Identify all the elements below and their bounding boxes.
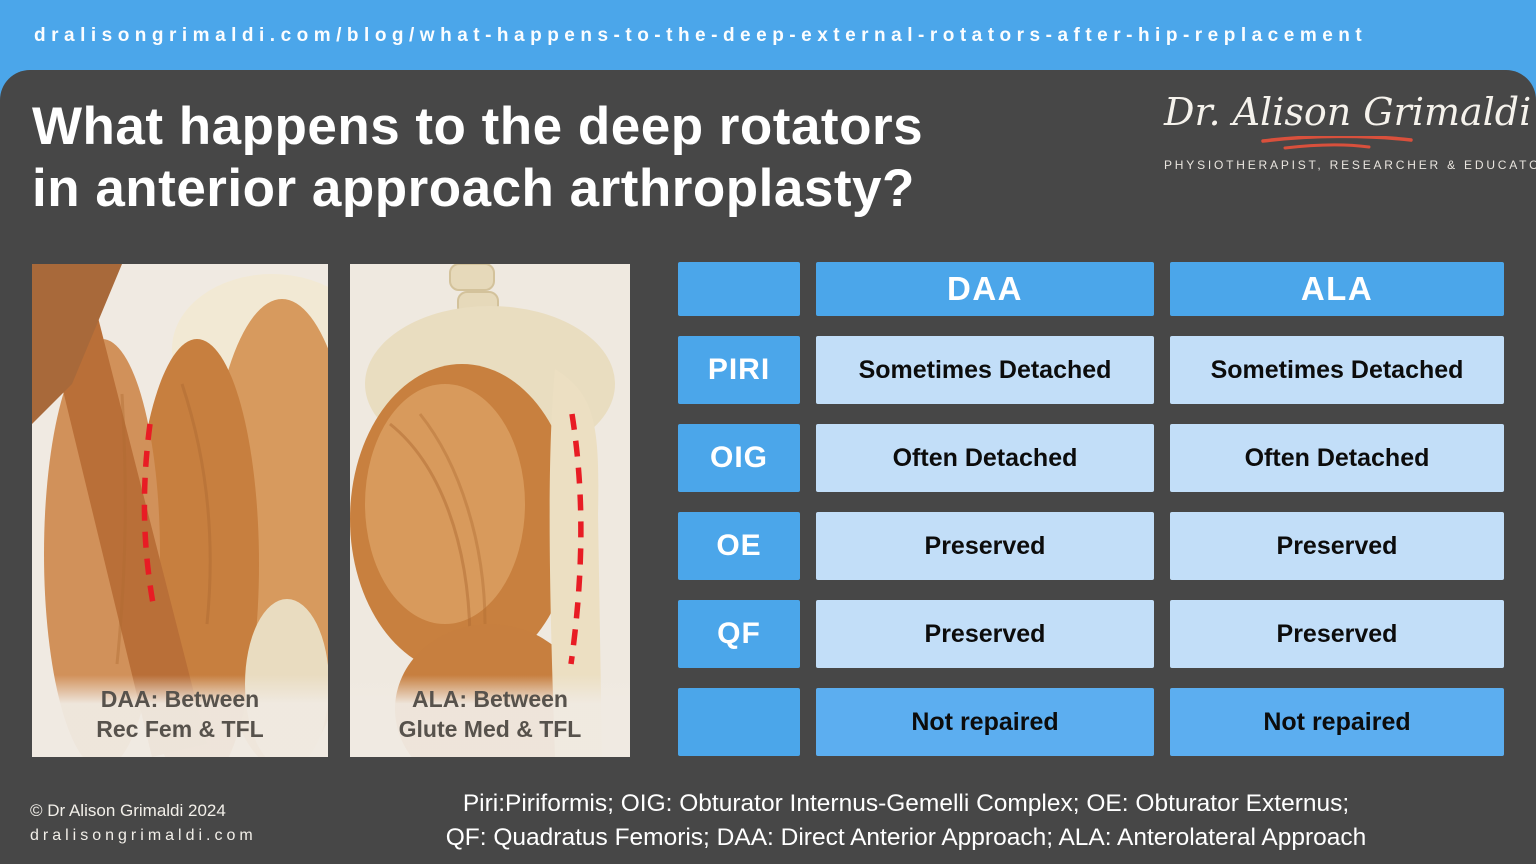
website-text: dralisongrimaldi.com: [30, 827, 257, 844]
caption-daa-line1: DAA: Between: [100, 686, 260, 713]
brand-logo-tagline: PHYSIOTHERAPIST, RESEARCHER & EDUCATOR: [1164, 157, 1536, 172]
cell-qf-ala: Preserved: [1170, 600, 1504, 668]
cell-piri-ala: Sometimes Detached: [1170, 336, 1504, 404]
page-title: What happens to the deep rotators in ant…: [32, 96, 923, 220]
row-label-empty: [678, 688, 800, 756]
row-label-piri: PIRI: [678, 336, 800, 404]
legend-line1: Piri:Piriformis; OIG: Obturator Internus…: [462, 790, 1350, 817]
url-text: dralisongrimaldi.com/blog/what-happens-t…: [34, 25, 1368, 46]
row-label-qf: QF: [678, 600, 800, 668]
cell-oig-daa: Often Detached: [816, 424, 1154, 492]
column-header-daa: DAA: [816, 262, 1154, 316]
table-corner-cell: [678, 262, 800, 316]
legend-line2: QF: Quadratus Femoris; DAA: Direct Anter…: [445, 823, 1367, 851]
incision-line-ala: [568, 413, 584, 665]
cell-qf-daa: Preserved: [816, 600, 1154, 668]
anatomy-illustration-ala: [350, 264, 630, 757]
cell-repair-ala: Not repaired: [1170, 688, 1504, 756]
logo-underline-icon: [1261, 135, 1413, 150]
figure-ala: ALA: Between Glute Med & TFL: [350, 264, 630, 757]
brand-logo: Dr. Alison Grimaldi PHYSIOTHERAPIST, RES…: [1164, 90, 1536, 172]
column-header-ala: ALA: [1170, 262, 1504, 316]
copyright-text: © Dr Alison Grimaldi 2024: [30, 801, 226, 820]
url-banner: dralisongrimaldi.com/blog/what-happens-t…: [0, 0, 1536, 72]
caption-ala: ALA: Between Glute Med & TFL: [350, 675, 630, 757]
page-title-line1: What happens to the deep rotators: [32, 97, 924, 156]
incision-line-daa: [141, 423, 157, 610]
abbreviation-legend: Piri:Piriformis; OIG: Obturator Internus…: [300, 787, 1512, 854]
comparison-table: DAA ALA PIRI Sometimes Detached Sometime…: [678, 262, 1504, 756]
page-title-line2: in anterior approach arthroplasty?: [32, 159, 915, 218]
row-label-oe: OE: [678, 512, 800, 580]
cell-oig-ala: Often Detached: [1170, 424, 1504, 492]
caption-ala-line2: Glute Med & TFL: [398, 716, 582, 743]
caption-daa: DAA: Between Rec Fem & TFL: [32, 675, 328, 757]
cell-piri-daa: Sometimes Detached: [816, 336, 1154, 404]
brand-logo-name: Dr. Alison Grimaldi: [1164, 90, 1532, 134]
row-label-oig: OIG: [678, 424, 800, 492]
cell-oe-ala: Preserved: [1170, 512, 1504, 580]
main-panel: What happens to the deep rotators in ant…: [0, 70, 1536, 864]
caption-ala-line1: ALA: Between: [412, 686, 568, 713]
figure-daa: DAA: Between Rec Fem & TFL: [32, 264, 328, 757]
cell-oe-daa: Preserved: [816, 512, 1154, 580]
caption-daa-line2: Rec Fem & TFL: [96, 716, 264, 743]
cell-repair-daa: Not repaired: [816, 688, 1154, 756]
